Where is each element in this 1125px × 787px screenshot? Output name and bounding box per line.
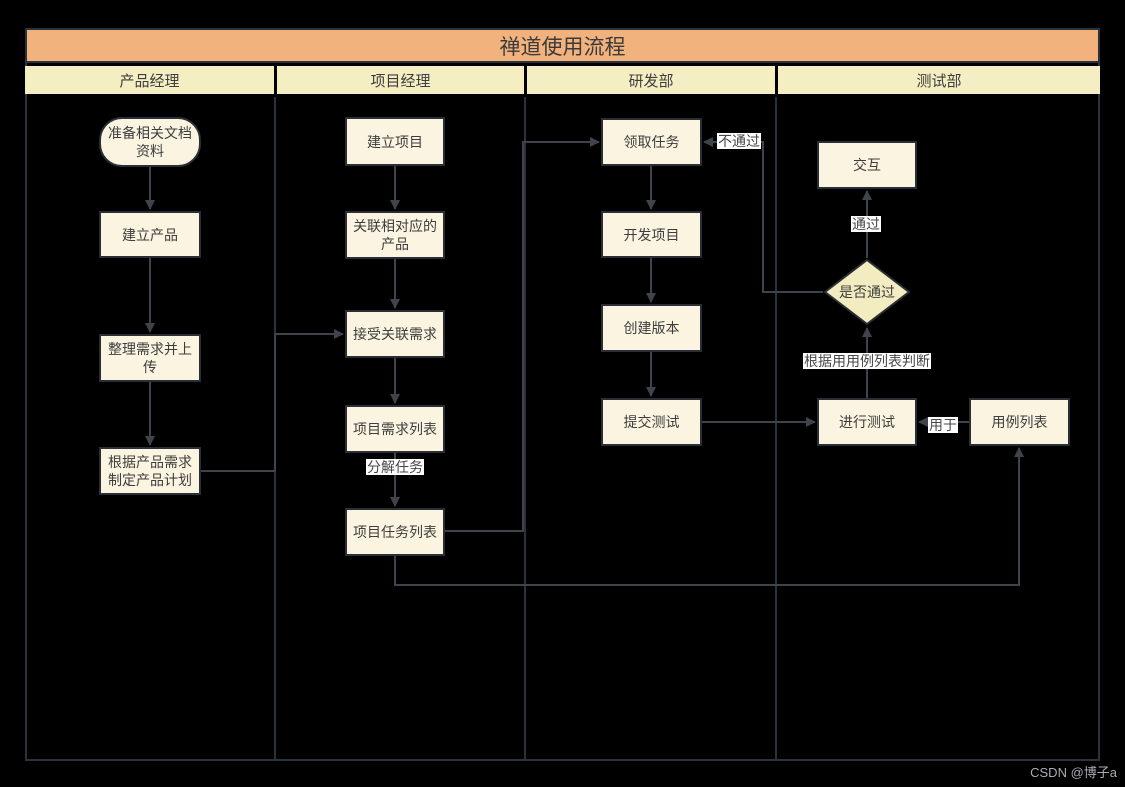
node-submit-test: 提交测试 — [601, 398, 702, 446]
diagram-title: 禅道使用流程 — [499, 35, 626, 59]
decision-label: 是否通过 — [839, 284, 895, 300]
lane-divider-2 — [524, 97, 526, 759]
node-run-test: 进行测试 — [817, 398, 917, 446]
lane-header-rd-department: 研发部 — [527, 66, 775, 94]
node-claim-task: 领取任务 — [601, 118, 702, 166]
edge-label-judge-by-use-case: 根据用用例列表判断 — [803, 353, 931, 369]
node-pass-or-not-decision: 是否通过 — [823, 258, 911, 326]
lane-divider-1 — [274, 97, 276, 759]
node-develop-project: 开发项目 — [601, 211, 702, 258]
node-project-requirement-list: 项目需求列表 — [345, 405, 445, 453]
node-create-build: 创建版本 — [601, 304, 702, 352]
edge-label-pass: 通过 — [851, 216, 881, 232]
csdn-watermark: CSDN @博子a — [1030, 765, 1117, 780]
diamond-shape — [823, 258, 911, 326]
node-make-product-plan: 根据产品需求 制定产品计划 — [99, 447, 201, 495]
node-project-task-list: 项目任务列表 — [345, 508, 445, 556]
lane-header-test-department: 测试部 — [778, 66, 1100, 94]
diagram-title-bar: 禅道使用流程 — [25, 28, 1100, 63]
node-create-project: 建立项目 — [345, 117, 445, 166]
edge-label-decompose-task: 分解任务 — [366, 459, 424, 475]
node-interact: 交互 — [817, 141, 917, 189]
node-use-case-list: 用例列表 — [969, 398, 1070, 446]
edge-label-used-for: 用于 — [928, 417, 958, 433]
node-accept-requirements: 接受关联需求 — [345, 310, 445, 358]
node-prepare-docs: 准备相关文档 资料 — [99, 117, 201, 167]
lane-header-product-manager: 产品经理 — [25, 66, 274, 94]
node-link-product: 关联相对应的 产品 — [345, 211, 445, 259]
node-organize-requirements: 整理需求并上 传 — [99, 334, 201, 382]
edge-label-not-pass: 不通过 — [717, 133, 761, 149]
lane-divider-3 — [775, 97, 777, 759]
lane-header-project-manager: 项目经理 — [277, 66, 524, 94]
node-create-product: 建立产品 — [99, 211, 201, 258]
